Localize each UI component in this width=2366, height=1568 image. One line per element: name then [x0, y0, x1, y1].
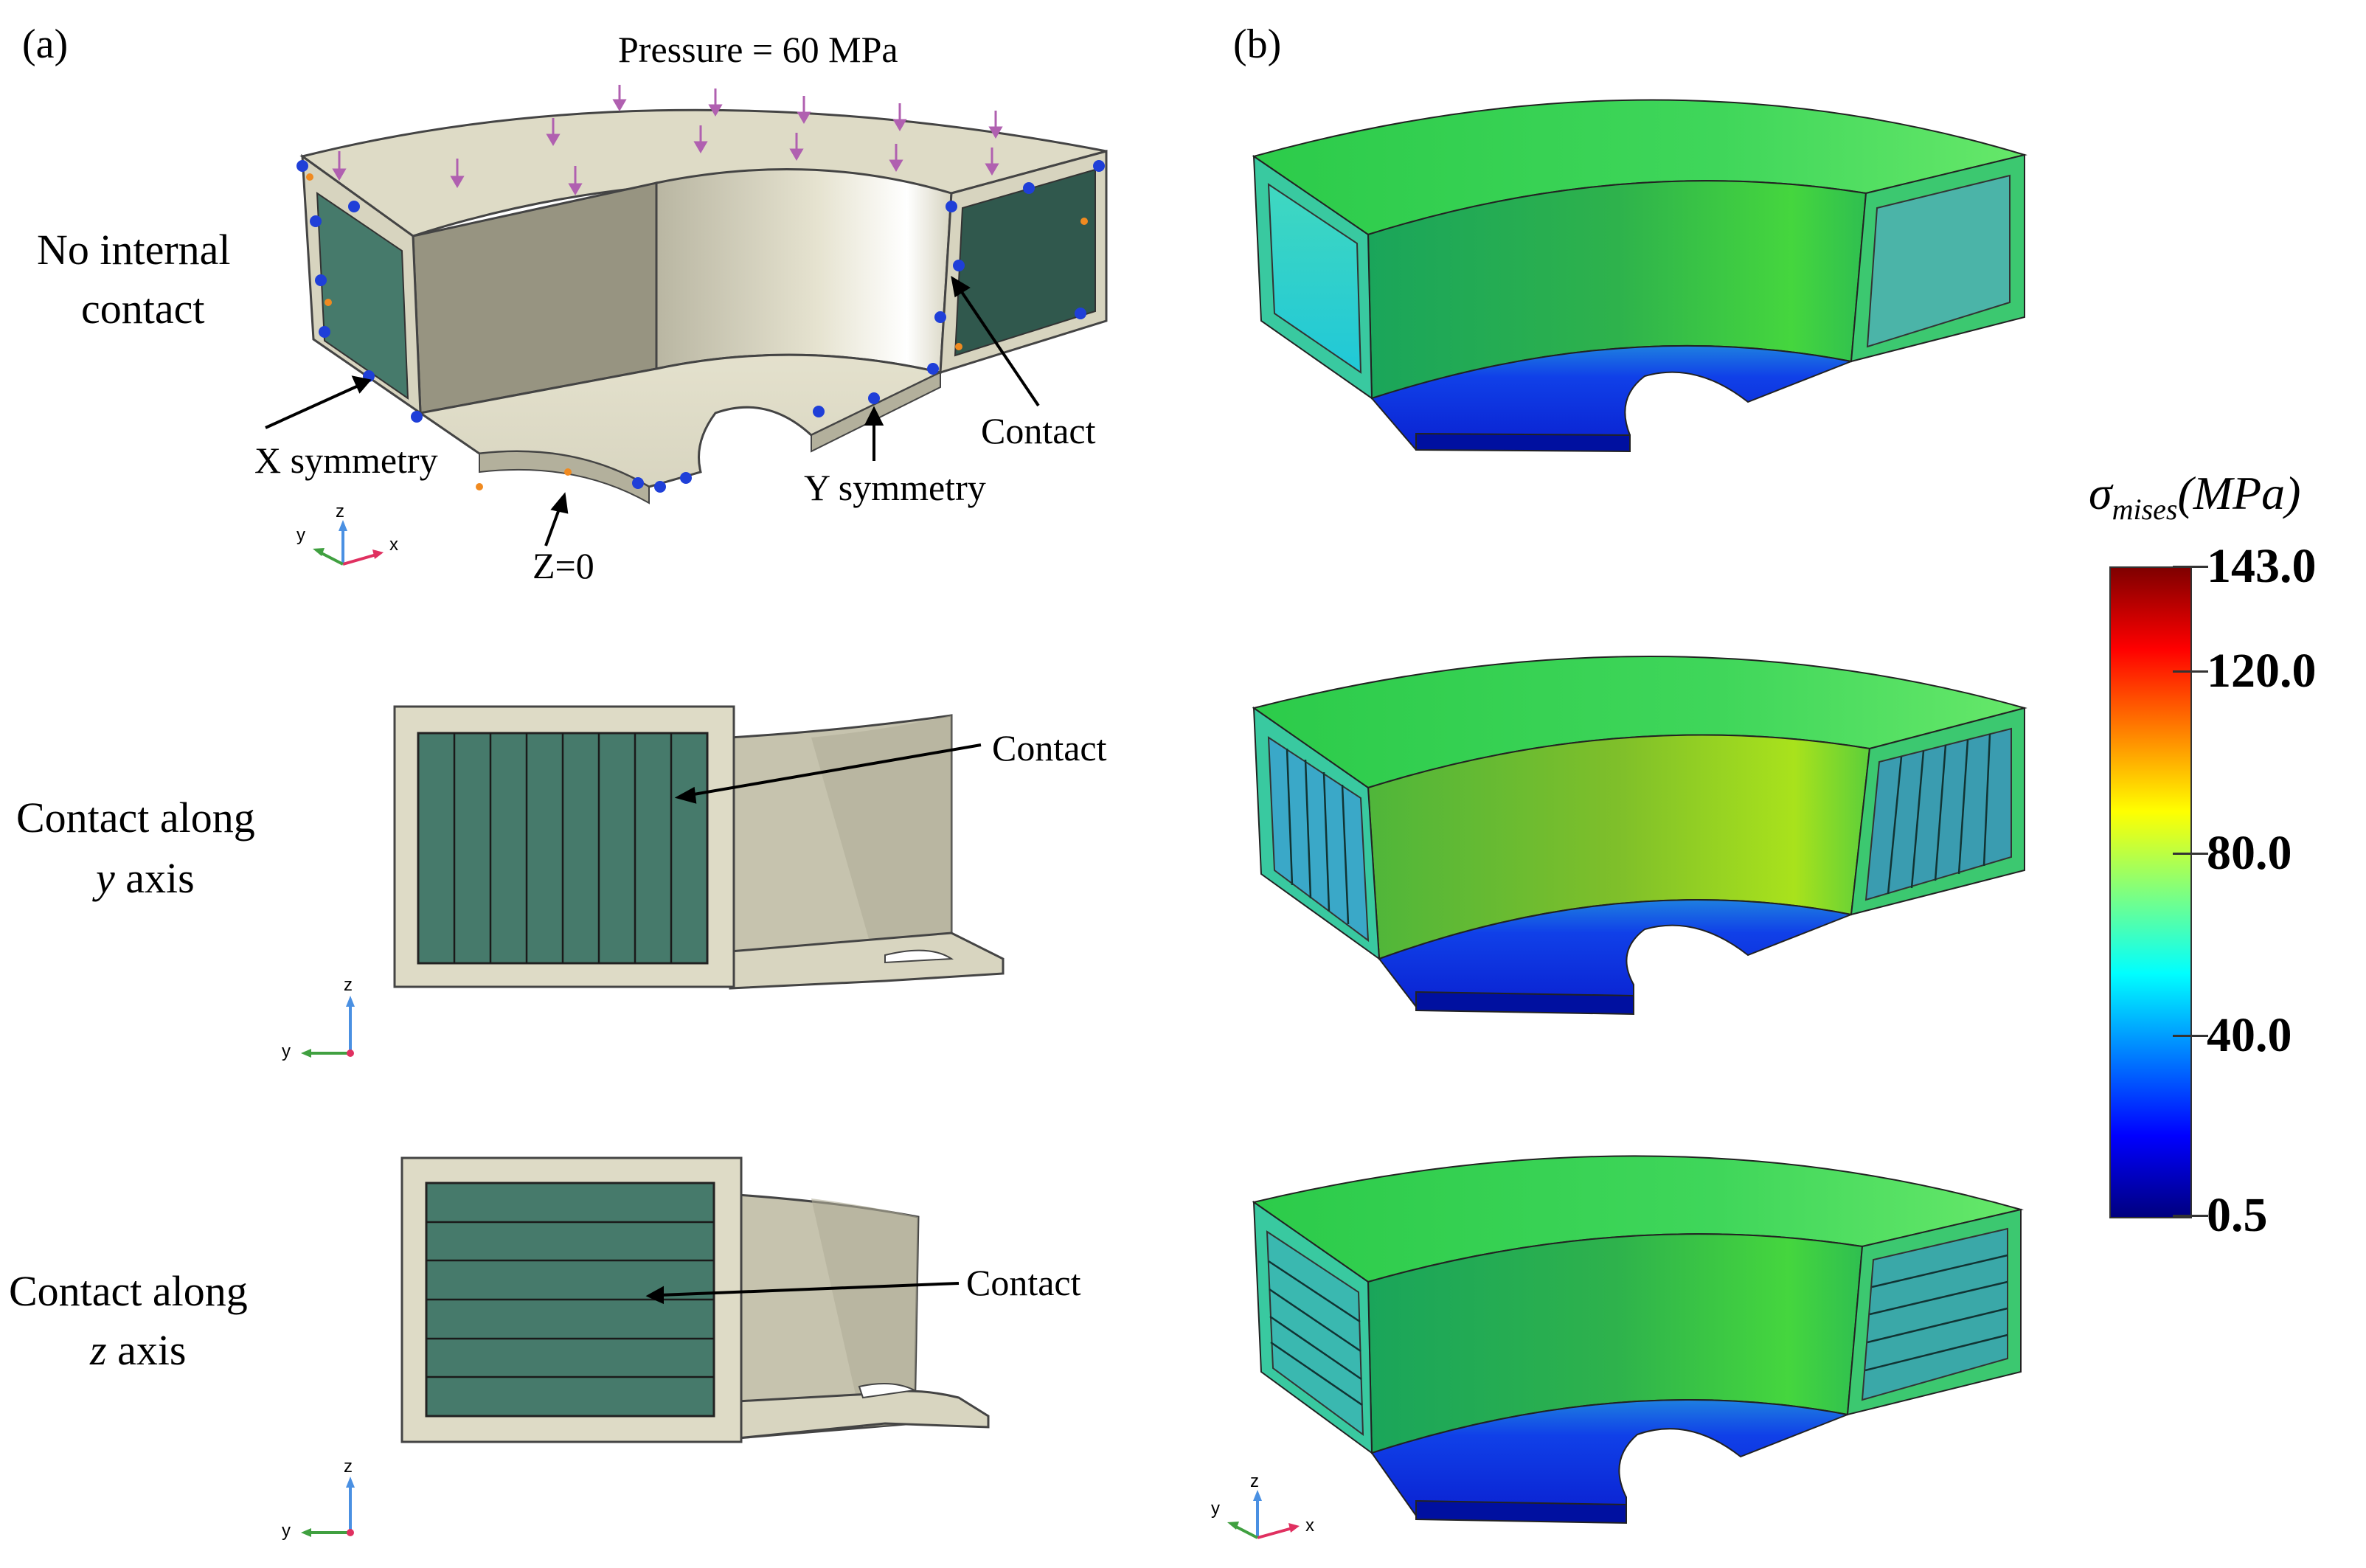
colorbar: [2109, 566, 2192, 1218]
row3-axis-z: z: [344, 1457, 353, 1477]
top-surface: [299, 108, 1107, 237]
pressure-arrows: [332, 85, 1003, 195]
colorbar-tick-1: [2173, 670, 2208, 673]
panel-b-axis-y: y: [1211, 1499, 1220, 1519]
colorbar-tick-3: [2173, 1035, 2208, 1038]
row1-axis-y: y: [296, 525, 305, 545]
colorbar-title: σmises(MPa): [2089, 466, 2300, 527]
colorbar-tick-4: [2173, 1215, 2208, 1217]
row1-contact-label: Contact: [981, 410, 1096, 451]
colorbar-tick-2: [2173, 853, 2208, 856]
colorbar-title-unit: (MPa): [2177, 467, 2301, 519]
right-contact-face: [954, 168, 1096, 357]
y-symmetry-label: Y symmetry: [804, 467, 986, 508]
row2-floor: [729, 932, 1005, 990]
panel-b-label: (b): [1233, 21, 1282, 67]
row2-contact-label: Contact: [992, 727, 1107, 769]
colorbar-tick-label-2: 80.0: [2207, 826, 2292, 881]
row2-title-line2: y axis: [96, 853, 195, 903]
panel-b-axis-x: x: [1305, 1516, 1314, 1536]
colorbar-tick-label-4: 0.5: [2207, 1188, 2268, 1242]
left-contact-face: [316, 192, 409, 400]
front-slab: [479, 451, 650, 504]
colorbar-tick-label-0: 143.0: [2207, 539, 2317, 593]
stress-model-3: [1252, 1155, 2024, 1524]
x-symmetry-label: X symmetry: [254, 440, 438, 481]
row3-contact-label: Contact: [966, 1262, 1081, 1303]
axis-triad-panel-b: [1227, 1490, 1300, 1539]
row2-title-axis: y: [96, 854, 115, 902]
row2-title-suffix: axis: [125, 854, 195, 902]
row2-title-line1: Contact along: [16, 794, 255, 842]
panel-b-axis-z: z: [1250, 1471, 1259, 1491]
colorbar-tick-label-3: 40.0: [2207, 1008, 2292, 1063]
colorbar-title-sigma: σ: [2089, 467, 2112, 519]
stress-model-1: [1252, 99, 2027, 453]
axis-triad-row2: [301, 996, 355, 1058]
row1-title-line2: contact: [81, 285, 205, 333]
row1-axis-x: x: [389, 535, 398, 555]
axis-triad-row1: [313, 520, 384, 566]
row3-title-line2: z axis: [90, 1325, 187, 1375]
row1-title-line1: No internal: [37, 226, 231, 274]
row2-axis-z: z: [344, 975, 353, 995]
colorbar-tick-0: [2173, 566, 2208, 568]
stress-model-2: [1252, 656, 2027, 1016]
pressure-label: Pressure = 60 MPa: [618, 29, 898, 70]
z0-label: Z=0: [532, 545, 594, 586]
row3-title-line1: Contact along: [9, 1267, 248, 1315]
colorbar-tick-label-1: 120.0: [2207, 644, 2317, 698]
colorbar-title-sub: mises: [2112, 492, 2178, 526]
row3-title-suffix: axis: [117, 1326, 187, 1374]
row2-axis-y: y: [282, 1041, 291, 1061]
bc-markers: [296, 160, 1105, 493]
row3-axis-y: y: [282, 1521, 291, 1541]
row3-title-axis: z: [90, 1326, 107, 1374]
axis-triad-row3: [301, 1477, 355, 1537]
row1-axis-z: z: [336, 502, 344, 521]
panel-a-label: (a): [22, 21, 69, 67]
